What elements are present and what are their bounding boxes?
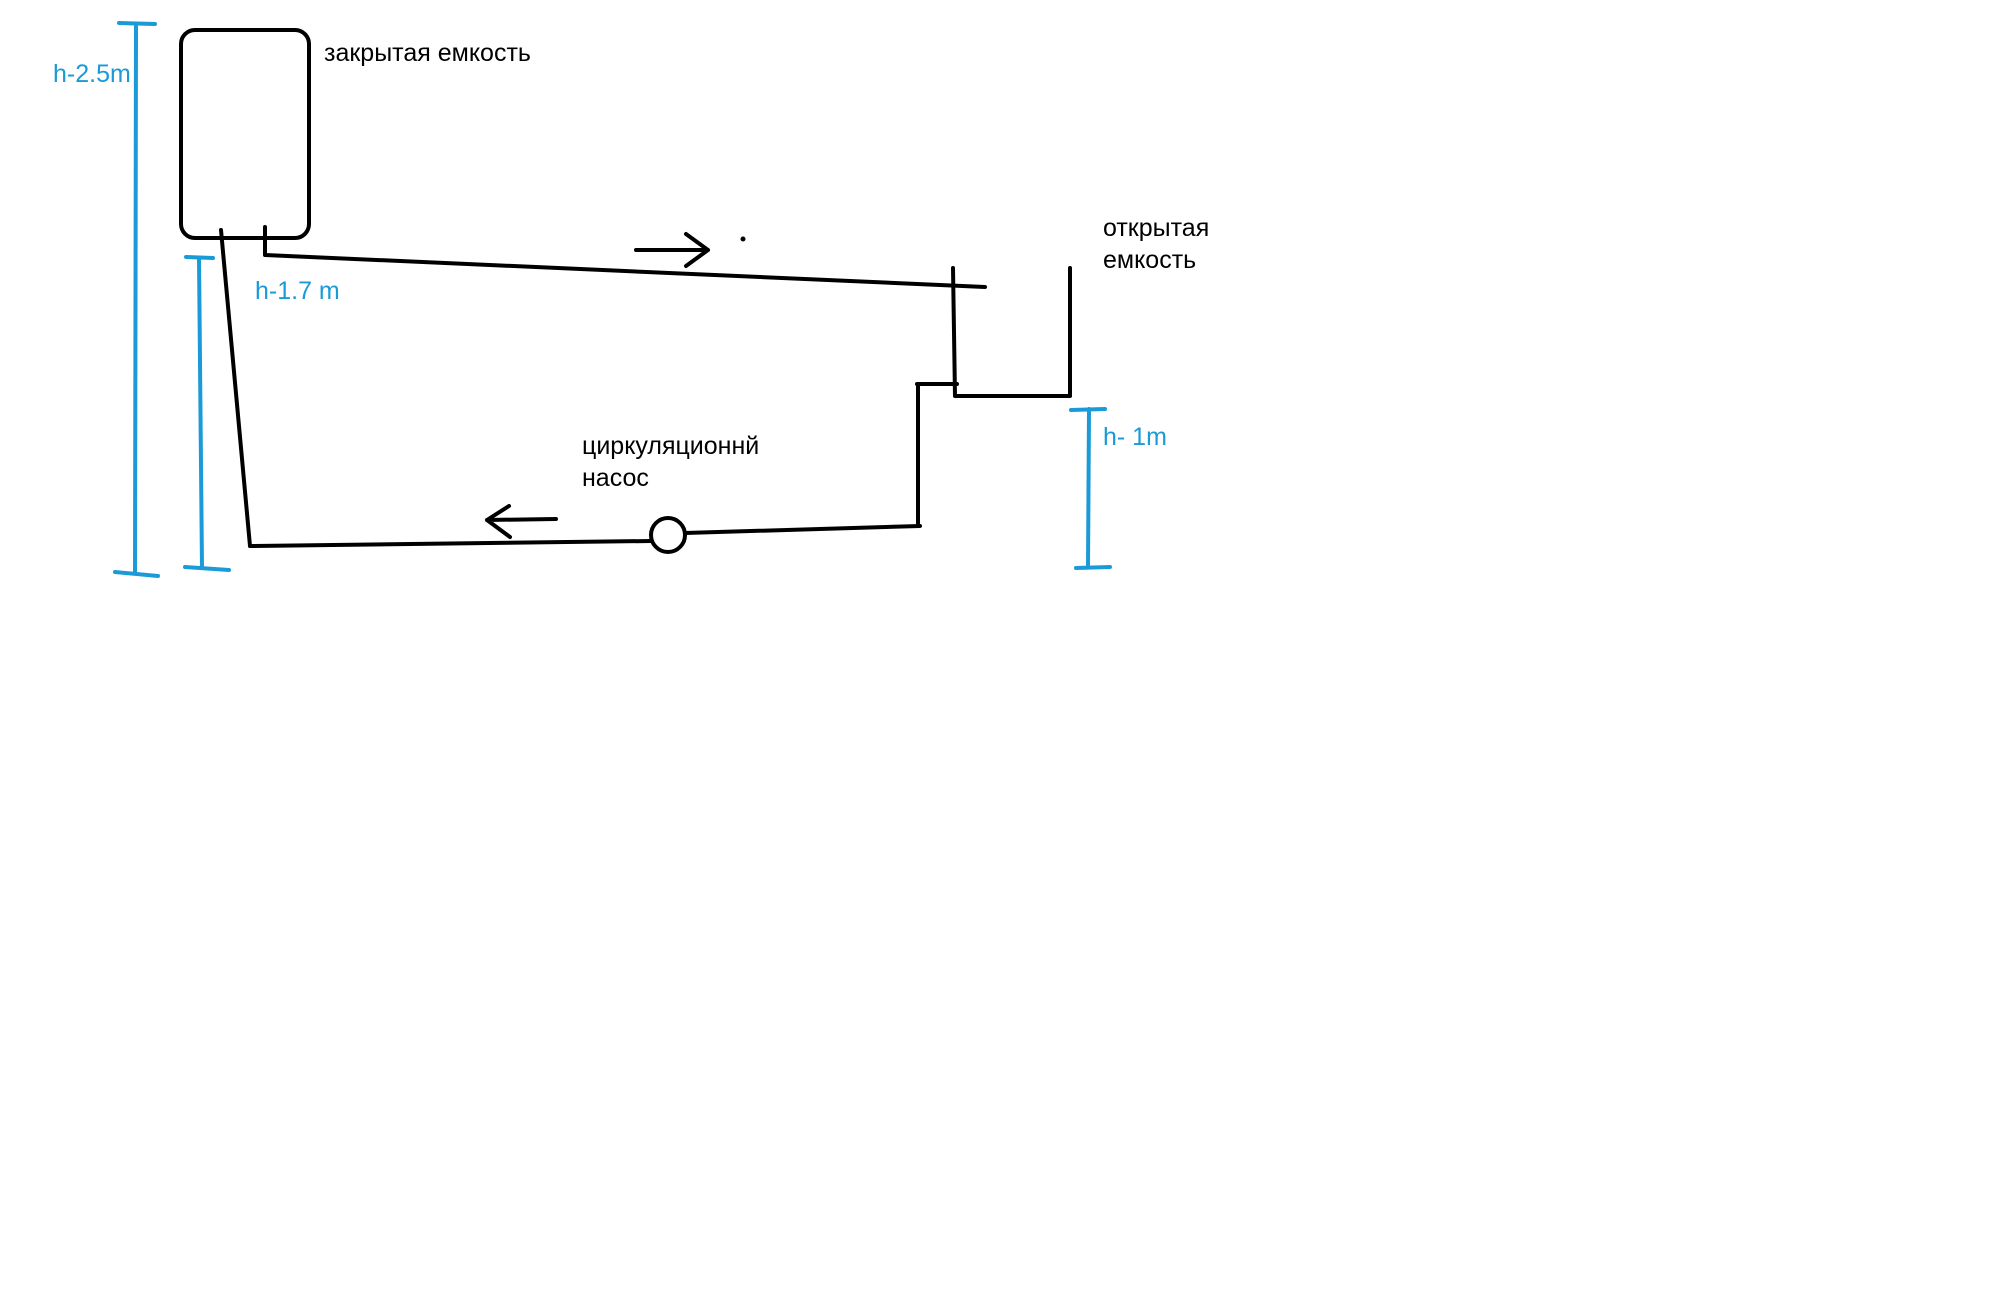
flow-arrow-left-icon: [485, 504, 558, 539]
pump-label-line1: циркуляционнй: [582, 432, 759, 460]
outlet-height-label: h-1.7 m: [255, 277, 340, 305]
stray-dot: [740, 236, 746, 242]
open-tank: [951, 266, 1072, 398]
flow-arrow-right-icon: [634, 232, 710, 268]
return-pipe-left: [248, 539, 653, 548]
supply-pipe: [263, 225, 987, 289]
dimension-outlet-height: [183, 255, 231, 572]
closed-tank: [179, 28, 311, 240]
closed-tank-label: закрытая емкость: [324, 39, 531, 67]
dimension-total-height: [113, 21, 160, 578]
open-tank-label-line2: емкость: [1103, 246, 1196, 274]
open-tank-label-line1: открытая: [1103, 214, 1209, 242]
total-height-label: h-2.5m: [53, 60, 131, 88]
open-tank-height-label: h- 1m: [1103, 423, 1167, 451]
dimension-open-tank-height: [1069, 407, 1112, 570]
pump-label-line2: насос: [582, 464, 649, 492]
return-pipe-right: [683, 524, 922, 535]
closed-tank-inlet-pipe: [219, 228, 252, 548]
circulation-pump-icon: [649, 516, 687, 554]
